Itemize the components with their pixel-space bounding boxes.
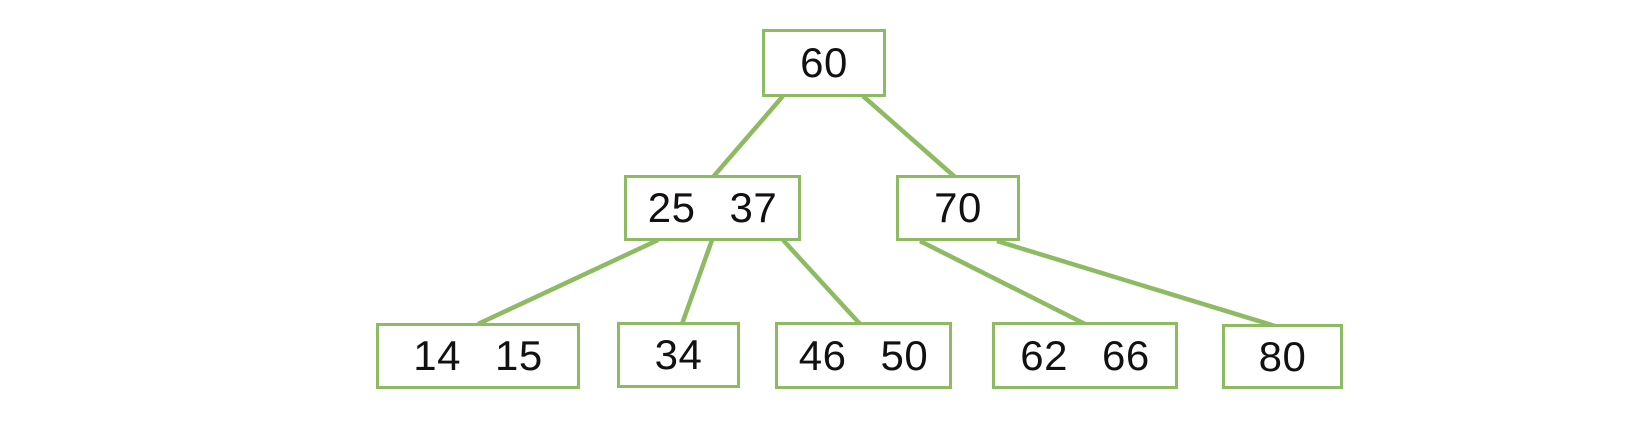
node-key: 25 [647,184,696,231]
node-key: 70 [934,184,982,231]
tree-node-60: 60 [762,29,886,97]
node-key: 14 [413,332,461,379]
node-key: 34 [654,331,703,378]
node-key: 50 [880,331,929,379]
tree-node-62-66: 62 66 [992,322,1178,389]
node-key: 15 [495,332,543,379]
edge-60-to-70 [861,94,957,179]
node-key: 80 [1258,332,1307,380]
tree-node-70: 70 [896,175,1020,241]
edge-60-to-25-37 [711,94,785,179]
tree-node-80: 80 [1222,324,1343,389]
edge-25-37-to-14-15 [477,237,659,327]
tree-node-34: 34 [617,322,740,388]
tree-node-25-37: 25 37 [624,175,801,241]
tree-node-14-15: 14 15 [376,323,580,389]
node-key: 60 [800,39,848,86]
edge-70-to-62-66 [918,238,1087,327]
tree-node-46-50: 46 50 [775,322,952,389]
node-key: 37 [729,184,778,231]
node-key: 62 [1020,331,1068,379]
node-key: 66 [1102,331,1150,379]
edge-25-37-to-34 [679,239,715,325]
edge-25-37-to-46-50 [781,238,862,326]
node-key: 46 [798,331,847,379]
edge-70-to-80 [996,238,1276,329]
